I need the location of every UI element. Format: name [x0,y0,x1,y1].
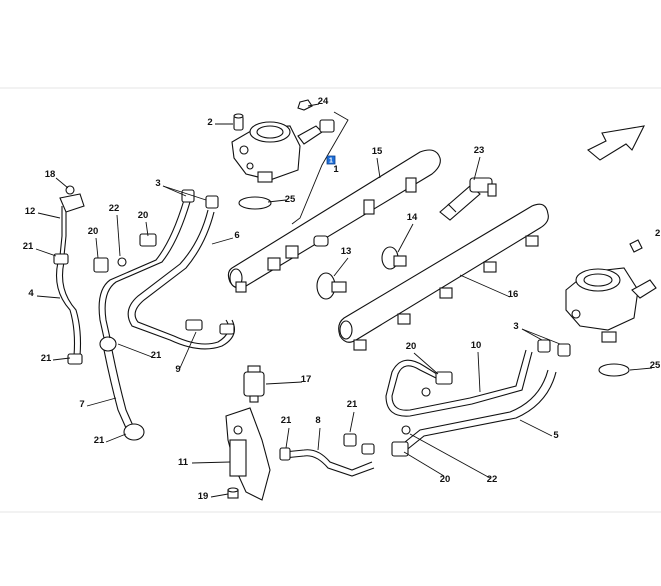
fuel-rail-upper [227,149,441,293]
fitting-3-a [181,189,195,203]
fuel-injector [439,177,497,221]
bracket-11 [225,407,271,501]
clip-21-e [343,433,357,447]
callout-19: 19 [198,491,209,502]
bracket-18 [59,193,85,213]
edge-callout-label: 2 [655,228,660,239]
callout-21: 21 [41,353,52,364]
callout-22: 22 [109,203,120,214]
clip-20-c [435,371,453,385]
callout-6: 6 [234,230,239,241]
callout-24: 24 [318,96,329,107]
callout-25: 25 [650,360,661,371]
callout-4: 4 [28,288,34,299]
fuel-hose-4 [55,261,76,357]
fuel-line-8 [283,449,373,471]
callout-3: 3 [155,178,160,189]
bolt-19 [227,487,239,499]
callout-9: 9 [175,364,180,375]
clip-21-d [279,447,291,461]
callout-5: 5 [553,430,559,441]
leader-lines [35,103,653,498]
bolt-22-b [401,425,411,435]
fitting-3-b [205,195,219,209]
pump-bolt-right [629,239,643,253]
callout-17: 17 [301,374,312,385]
highlight-badge[interactable] [326,155,336,165]
callout-14: 14 [407,212,418,223]
callout-16: 16 [508,289,519,300]
callout-21: 21 [151,350,162,361]
callout-1: 1 [333,164,339,175]
callout-18: 18 [45,169,56,180]
pressure-sensor-13 [316,272,347,300]
callout-12: 12 [25,206,36,217]
callout-11: 11 [178,457,189,468]
fuel-line-5 [399,369,549,447]
callout-20: 20 [138,210,149,221]
callout-20: 20 [406,341,417,352]
clip-21-a [67,353,83,365]
highlight-badge-label: 1 [329,158,333,165]
callout-10: 10 [471,340,482,351]
fuel-line-9 [127,209,235,350]
callout-25: 25 [285,194,296,205]
fuel-rail-lower [338,203,549,351]
callout-22: 22 [487,474,498,485]
callout-2: 2 [207,117,212,128]
callout-7: 7 [79,399,84,410]
high-pressure-pump-right [565,267,657,343]
fuel-line-6 [98,199,185,339]
fitting-3-c [537,339,551,353]
temperature-sensor [243,365,265,403]
clip-21-b [99,336,117,352]
callout-3: 3 [513,321,518,332]
callout-15: 15 [372,146,383,157]
high-pressure-pump-upper [231,119,335,183]
clip-21-c [123,423,145,441]
pump-nut [297,99,313,111]
bolt-22-a [117,257,127,267]
direction-arrow-icon [587,125,645,161]
o-ring-upper [238,196,272,210]
callout-23: 23 [474,145,485,156]
callout-13: 13 [341,246,352,257]
clip-20-b [93,257,109,273]
pressure-sensor-14 [381,246,407,270]
fuel-line-12 [59,206,63,257]
callout-20: 20 [440,474,451,485]
callout-20: 20 [88,226,99,237]
fuel-hose-7 [103,349,127,429]
fitting-3-d [557,343,571,357]
pump-bolt [233,113,244,131]
fuel-line-10 [391,349,527,411]
callout-21: 21 [23,241,34,252]
pump-group-bracket [291,111,349,225]
callout-8: 8 [315,415,320,426]
o-ring-right [598,363,630,377]
callout-21: 21 [347,399,358,410]
callout-21: 21 [281,415,292,426]
clip-20-d [391,441,409,457]
callout-21: 21 [94,435,105,446]
